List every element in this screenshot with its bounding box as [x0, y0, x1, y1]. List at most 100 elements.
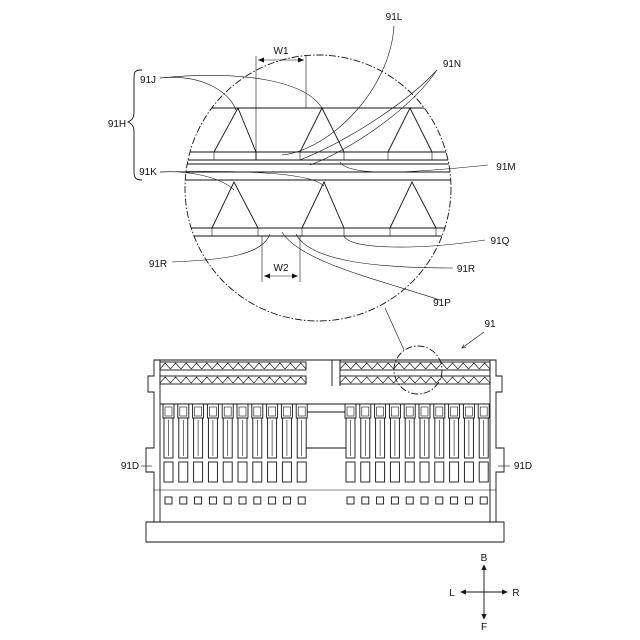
terminal-lower-leg: [420, 462, 429, 482]
hole: [209, 497, 216, 504]
hole: [239, 497, 246, 504]
hole: [377, 497, 384, 504]
teeth-row-left-bottom: [160, 376, 306, 384]
terminal: [267, 404, 278, 482]
dimension-w1: W1: [256, 46, 306, 152]
leader-91L: [282, 26, 394, 155]
terminal-lower-leg: [253, 462, 262, 482]
label-91N: 91N: [443, 59, 461, 70]
terminal-lower-leg: [361, 462, 370, 482]
hole: [465, 497, 472, 504]
label-91D-left: 91D: [121, 461, 139, 472]
terminal-lower-leg: [179, 462, 188, 482]
brace-91H: [128, 70, 142, 180]
direction-label-up: B: [481, 553, 488, 564]
hole: [165, 497, 172, 504]
detail-connector-line: [385, 308, 404, 350]
terminal: [478, 404, 489, 482]
hole: [480, 497, 487, 504]
terminal-lower-leg: [268, 462, 277, 482]
connector-body: 91D 91D: [121, 346, 532, 542]
hole: [406, 497, 413, 504]
leader-91R-left: [172, 234, 270, 262]
arrow-91: [462, 332, 484, 348]
teeth-row-right-bottom: [340, 376, 490, 384]
direction-indicator: B F L R: [449, 553, 519, 633]
hole: [195, 497, 202, 504]
hole: [298, 497, 305, 504]
terminal-lower-leg: [223, 462, 232, 482]
terminal-lower-leg: [479, 462, 488, 482]
terminal-lower-leg: [282, 462, 291, 482]
terminal-lower-leg: [376, 462, 385, 482]
leader-91M: [340, 162, 488, 172]
terminal: [375, 404, 386, 482]
terminal: [296, 404, 307, 482]
terminal: [389, 404, 400, 482]
label-91K: 91K: [139, 167, 157, 178]
terminal-lower-leg: [208, 462, 217, 482]
terminal-lower-leg: [464, 462, 473, 482]
teeth-row-left-top: [160, 362, 306, 370]
leader-91N-a: [300, 70, 437, 160]
label-91H: 91H: [108, 119, 126, 130]
dimension-w2-label: W2: [274, 263, 289, 274]
teeth-row-right-top: [340, 362, 490, 370]
terminal: [237, 404, 248, 482]
leader-91K-b: [160, 171, 324, 186]
terminal-lower-leg: [450, 462, 459, 482]
hole: [421, 497, 428, 504]
leader-91J-b: [160, 75, 324, 112]
terminal-lower-leg: [405, 462, 414, 482]
terminal-lower-leg: [297, 462, 306, 482]
label-91Q: 91Q: [491, 236, 510, 247]
terminal: [178, 404, 189, 482]
hole: [347, 497, 354, 504]
terminal: [419, 404, 430, 482]
direction-label-left: L: [449, 588, 455, 599]
terminal-lower-leg: [238, 462, 247, 482]
terminal-lower-leg: [164, 462, 173, 482]
hole: [362, 497, 369, 504]
label-91J: 91J: [140, 75, 156, 86]
label-91: 91: [484, 319, 496, 330]
hole: [436, 497, 443, 504]
hole: [254, 497, 261, 504]
label-91L: 91L: [386, 12, 403, 23]
leader-91N-b: [310, 70, 437, 165]
leader-91K-a: [160, 172, 234, 190]
terminal: [434, 404, 445, 482]
direction-label-right: R: [512, 588, 519, 599]
terminal: [193, 404, 204, 482]
terminal: [252, 404, 263, 482]
leader-91Q: [344, 236, 485, 247]
terminal-lower-leg: [390, 462, 399, 482]
terminal-lower-leg: [435, 462, 444, 482]
leader-91P: [282, 232, 440, 300]
label-91R-right: 91R: [457, 264, 475, 275]
hole: [451, 497, 458, 504]
terminal: [207, 404, 218, 482]
terminal: [222, 404, 233, 482]
terminal: [281, 404, 292, 482]
hole: [269, 497, 276, 504]
terminal-lower-leg: [194, 462, 203, 482]
terminal: [360, 404, 371, 482]
terminal: [463, 404, 474, 482]
hole: [224, 497, 231, 504]
dimension-w1-label: W1: [274, 46, 289, 57]
direction-label-down: F: [481, 622, 487, 633]
label-91M: 91M: [496, 162, 515, 173]
detail-view: W1 W2 91L 91N 91: [108, 12, 516, 321]
hole: [180, 497, 187, 504]
terminal: [404, 404, 415, 482]
label-91P: 91P: [433, 298, 451, 309]
lower-tooth-row: [150, 172, 480, 236]
leader-lines: [160, 26, 488, 300]
detail-circle: [185, 55, 451, 321]
terminal: [449, 404, 460, 482]
terminal: [163, 404, 174, 482]
terminal: [345, 404, 356, 482]
